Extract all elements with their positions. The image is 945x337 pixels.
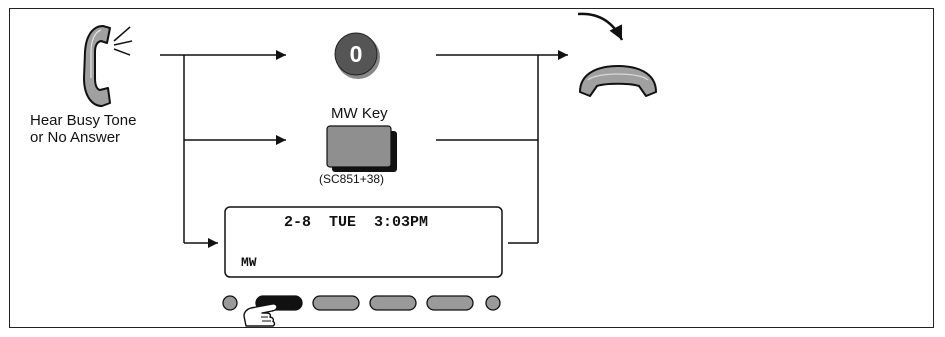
hang-up-curved-arrow <box>577 12 624 41</box>
soft-key-row <box>222 295 501 311</box>
lcd-display <box>224 206 503 278</box>
scroll-right-button-icon <box>485 295 501 311</box>
mw-key-code-label: (SC851+38) <box>319 172 385 186</box>
scroll-left-button-icon <box>222 295 238 311</box>
lcd-line-1: 2-8 TUE 3:03PM <box>284 214 429 231</box>
mw-key-icon <box>326 125 397 172</box>
pointing-hand-icon <box>243 303 278 327</box>
mw-key-label: MW Key <box>331 105 388 122</box>
soft-key-3 <box>369 295 417 311</box>
hang-up-handset-icon <box>577 12 657 97</box>
soft-key-2 <box>312 295 360 311</box>
busy-tone-label-line2: or No Answer <box>30 129 121 146</box>
handset-offhook-ringing-icon <box>83 25 133 107</box>
soft-key-4 <box>426 295 474 311</box>
dial-zero-button-icon: 0 <box>334 32 380 79</box>
busy-tone-label-line1: Hear Busy Tone <box>30 112 137 129</box>
flow-lines <box>160 50 568 248</box>
dial-zero-digit: 0 <box>350 41 363 67</box>
lcd-line-2: MW <box>241 255 257 270</box>
